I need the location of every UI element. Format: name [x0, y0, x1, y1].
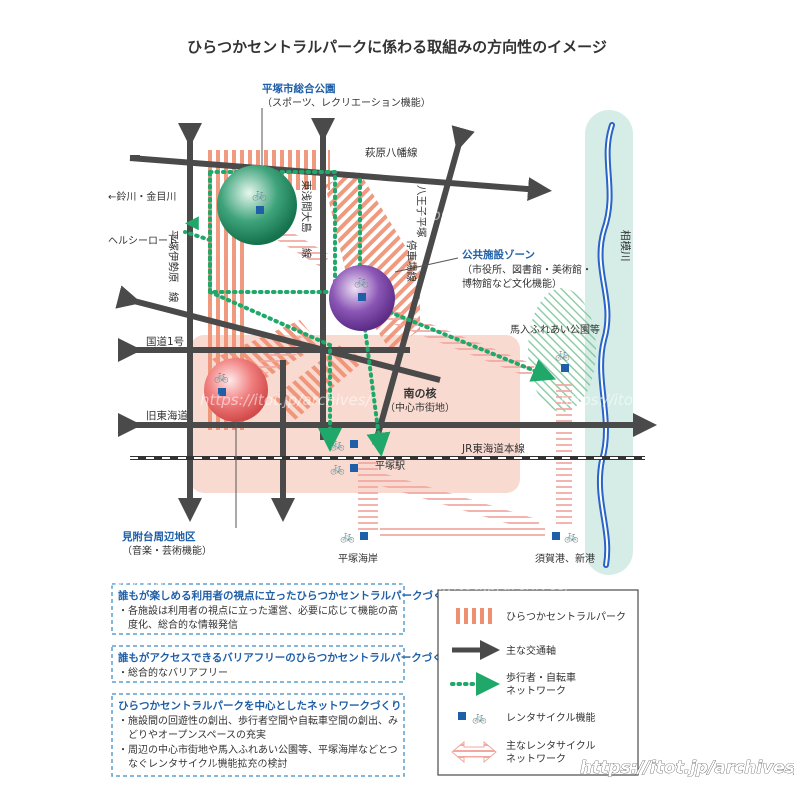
legend-central-park-label: ひらつかセントラルパーク: [506, 611, 626, 623]
south-core-title: 南の核: [404, 386, 437, 400]
bicycle-icon: 🚲: [564, 529, 579, 543]
hachioji-label-1: 八王子平塚: [415, 185, 427, 238]
policy-box-2: 誰もがアクセスできるバリアフリーのひらつかセントラルパークづくり ・総合的なバリ…: [111, 645, 453, 683]
legend-central-park-swatch: [452, 608, 496, 624]
legend: ひらつかセントラルパーク 主な交通軸 歩行者・自転車 ネットワーク 🚲 レンタサ…: [437, 589, 639, 776]
rental-station-square: [256, 206, 264, 214]
policy-box-1-line: 度化、総合的な情報発信: [118, 618, 238, 631]
bicycle-icon: 🚲: [252, 187, 267, 201]
old-tokaido-label: 旧東海道: [146, 409, 188, 422]
legend-walk-label-2: ネットワーク: [506, 685, 566, 697]
policy-box-2-line: ・総合的なバリアフリー: [118, 666, 228, 679]
rental-cycle-stations: 🚲 🚲 🚲 🚲 🚲 🚲 🚲 🚲: [214, 187, 579, 543]
higashi-label-1: 東浅間大島: [300, 180, 313, 233]
svg-text:https://itot.jp/archives/: https://itot.jp/archives/: [6, 206, 179, 224]
general-park-sphere: [217, 165, 297, 245]
jr-label: JR東海道本線: [461, 442, 525, 455]
isehara-label-2: 線: [167, 292, 180, 303]
healthy-road-arrow-icon: ◀: [185, 212, 199, 233]
policy-box-3-title: ひらつかセントラルパークを中心としたネットワークづくり: [118, 699, 402, 712]
policy-box-3: ひらつかセントラルパークを中心としたネットワークづくり ・施設間の回遊性の創出、…: [111, 693, 405, 777]
hagiwara-label: 萩原八幡線: [365, 146, 418, 159]
legend-traffic-label: 主な交通軸: [506, 644, 556, 657]
isehara-label-1: 平塚伊勢原: [167, 230, 180, 283]
legend-rental-network-label-2: ネットワーク: [506, 753, 566, 765]
bicycle-icon: 🚲: [214, 369, 229, 383]
bicycle-icon: 🚲: [330, 437, 345, 451]
svg-text:https://itot.jp/archives/: https://itot.jp/archives/: [200, 391, 373, 409]
port-label: 須賀港、新港: [535, 552, 595, 565]
beach-label: 平塚海岸: [338, 552, 378, 565]
road-hachioji: [372, 125, 475, 446]
umairi-label: 馬入ふれあい公園等: [510, 323, 600, 336]
legend-walk-label-1: 歩行者・自転車: [506, 671, 576, 684]
policy-box-3-line: どりやオープンスペースの充実: [118, 728, 266, 741]
south-core-sub: （中心市街地）: [385, 401, 455, 414]
bicycle-icon: 🚲: [330, 461, 345, 475]
policy-box-2-title: 誰もがアクセスできるバリアフリーのひらつかセントラルパークづくり: [118, 651, 453, 664]
svg-text:https://itot.jp/archives/: https://itot.jp/archives/: [400, 576, 573, 594]
leader-lines: [235, 108, 459, 528]
mitsuke-sub: （音楽・芸術機能）: [122, 544, 212, 557]
bicycle-icon: 🚲: [555, 347, 570, 361]
suzukawa-label-2: ヘルシーロード: [108, 236, 178, 247]
svg-text:https://itot.jp/archives/: https://itot.jp/archives/: [200, 759, 373, 777]
policy-box-3-line: なぐレンタサイクル機能拡充の検討: [118, 757, 288, 770]
public-zone-title: 公共施設ゾーン: [462, 248, 535, 261]
svg-text:https://itot.jp/archives/: https://itot.jp/archives/: [560, 391, 733, 409]
suzukawa-label-1: ←鈴川・金目川: [108, 190, 176, 203]
diagram-title: ひらつかセントラルパークに係わる取組みの方向性のイメージ: [187, 38, 607, 56]
general-park-title: 平塚市総合公園: [262, 82, 336, 95]
legend-rental-network-icon: [451, 740, 497, 764]
policy-box-1-line: ・各施設は利用者の視点に立った運営、必要に応じて機能の高: [118, 604, 398, 617]
bicycle-icon: 🚲: [354, 274, 369, 288]
higashi-label-2: 線: [300, 248, 313, 259]
road-diagonal: [115, 285, 441, 383]
legend-rental-square: [458, 712, 466, 720]
hachioji-label-2: 停車場線: [405, 240, 418, 282]
sagami-river-label: 相模川: [619, 230, 632, 262]
bicycle-icon: 🚲: [472, 710, 487, 724]
public-zone-sub-2: 博物館など文化機能）: [462, 277, 562, 290]
general-park-sub: （スポーツ、レクリエーション機能）: [262, 96, 431, 109]
watermark-main: https://itot.jp/archives/: [580, 758, 794, 778]
bicycle-icon: 🚲: [340, 529, 355, 543]
mitsuke-sphere: [204, 358, 268, 422]
policy-box-3-line: ・周辺の中心市街地や馬入ふれあい公園等、平塚海岸などとつ: [118, 743, 398, 756]
watermarks: https://itot.jp/archives/ https://itot.j…: [6, 206, 794, 778]
policy-box-1: 誰もが楽しめる利用者の視点に立ったひらつかセントラルパークづくり ・各施設は利用…: [111, 583, 454, 635]
route1-label: 国道1号: [146, 335, 184, 348]
public-zone-sub-1: （市役所、図書館・美術館・: [462, 263, 592, 276]
svg-text:https://itot.jp/archives/: https://itot.jp/archives/: [6, 576, 179, 594]
svg-text:https://itot.jp/archives/: https://itot.jp/archives/: [410, 206, 583, 224]
station-label: 平塚駅: [375, 460, 405, 472]
legend-rental-network-label-1: 主なレンタサイクル: [506, 740, 596, 752]
policy-box-3-line: ・施設間の回遊性の創出、歩行者空間や自転車空間の創出、み: [118, 714, 398, 727]
policy-box-1-title: 誰もが楽しめる利用者の視点に立ったひらつかセントラルパークづくり: [118, 589, 454, 602]
legend-rental-label: レンタサイクル機能: [506, 711, 596, 724]
mitsuke-title: 見附台周辺地区: [121, 530, 196, 543]
